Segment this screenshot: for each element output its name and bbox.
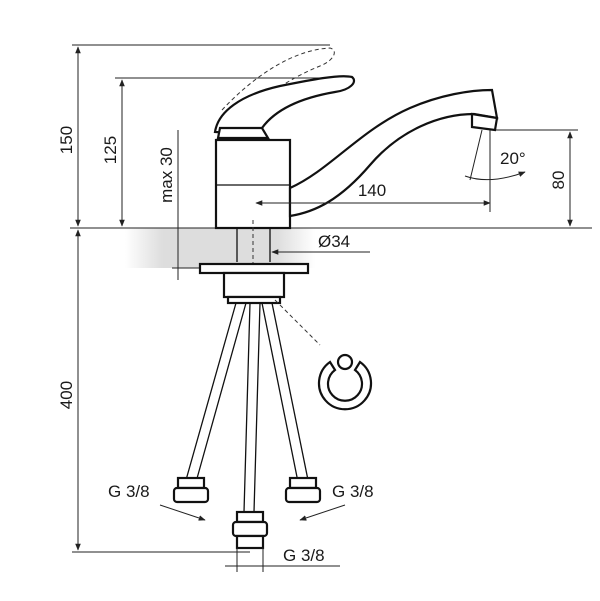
hose-center: [243, 302, 261, 513]
fitting-left: [172, 476, 210, 504]
dimension-140-label: 140: [358, 181, 386, 200]
mounting-plate: [198, 262, 310, 275]
handle-raised-outline: [221, 47, 335, 123]
angle-line: [469, 129, 483, 181]
angle-arc: [464, 171, 526, 181]
dimension-80-label: 80: [549, 171, 568, 190]
faucet-body: [214, 138, 292, 230]
thread-left-label: G 3/8: [108, 482, 150, 501]
thread-right-label: G 3/8: [332, 482, 374, 501]
dimension-400-label: 400: [57, 381, 76, 409]
thread-center-label: G 3/8: [283, 546, 325, 565]
dimension-125-label: 125: [101, 136, 120, 164]
dimension-diameter-label: Ø34: [318, 232, 350, 251]
thread-right-line: [299, 504, 346, 521]
mounting-nut: [222, 271, 286, 299]
dimension-max30-label: max 30: [157, 147, 176, 203]
handle-cap: [216, 126, 270, 140]
handle-lever: [213, 75, 356, 136]
countertop-section: [125, 228, 315, 268]
dimension-150-label: 150: [57, 126, 76, 154]
hose-right: [261, 302, 309, 483]
spout: [288, 88, 499, 218]
hose-left: [185, 302, 247, 483]
dimension-angle-label: 20°: [500, 149, 526, 168]
fitting-center: [231, 510, 269, 550]
aerator: [470, 112, 499, 132]
retaining-clip-icon: [317, 353, 373, 411]
thread-left-line: [159, 504, 206, 521]
nut-washer: [226, 295, 282, 305]
fitting-right: [284, 476, 322, 504]
clip-leader-line: [274, 299, 321, 346]
